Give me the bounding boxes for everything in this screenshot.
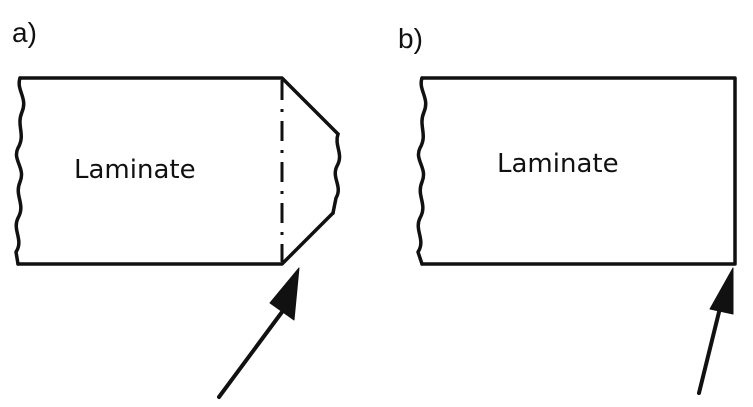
- panel-b-laminate-outline: [420, 76, 737, 266]
- panel-a-left-wavy-edge: [14, 76, 26, 266]
- panel-b-arrow-head: [709, 267, 734, 315]
- panel-a-laminate-label: Laminate: [74, 155, 196, 185]
- panel-a: a) Laminate: [12, 17, 342, 399]
- panel-b-arrow-shaft: [697, 310, 721, 395]
- panel-a-label: a): [12, 17, 37, 48]
- panel-b-left-wavy-edge: [416, 76, 428, 266]
- panel-b-label: b): [398, 23, 423, 54]
- panel-a-laminate-outline: [18, 76, 340, 136]
- panel-b-laminate-label: Laminate: [497, 149, 619, 179]
- panel-a-laminate-bottom: [16, 211, 335, 266]
- panel-a-arrow-head: [269, 267, 300, 321]
- panel-a-right-wavy-edge: [331, 132, 342, 215]
- panel-a-arrow-shaft: [217, 310, 284, 399]
- panel-b: b) Laminate: [398, 23, 737, 395]
